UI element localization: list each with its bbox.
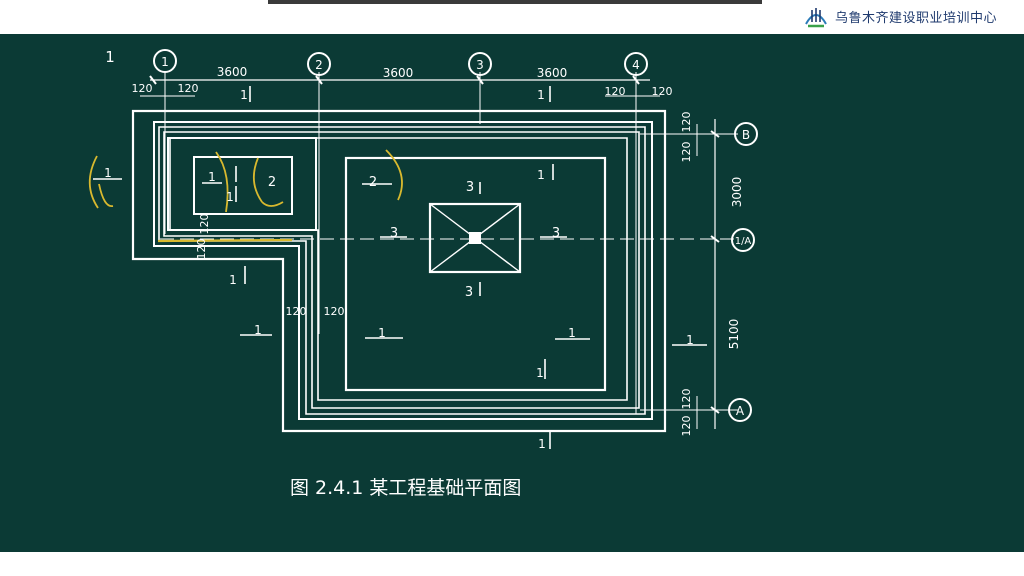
offset-left-1: 120 bbox=[132, 82, 153, 95]
top-span-2-3: 3600 bbox=[383, 66, 414, 80]
column-footing bbox=[428, 202, 522, 274]
section-mark: 1 bbox=[537, 168, 545, 182]
section-mark: 3 bbox=[390, 226, 398, 241]
section-mark: 1 bbox=[536, 366, 544, 380]
foundation-plan-drawing: 1 1 2 3 4 B 1/A A 3600 3600 3600 120 120… bbox=[88, 48, 758, 499]
blackboard: 1 1 2 3 4 B 1/A A 3600 3600 3600 120 120… bbox=[0, 34, 1024, 552]
bottom-bar bbox=[0, 552, 1024, 576]
wall-outline-inner bbox=[163, 131, 640, 409]
training-center-logo-icon bbox=[805, 8, 827, 28]
axis-label-3: 3 bbox=[476, 58, 484, 72]
section-mark: 120 bbox=[198, 214, 211, 235]
axis-label-2: 2 bbox=[315, 58, 323, 72]
section-mark: 1 bbox=[537, 88, 545, 102]
section-mark: 1 bbox=[104, 166, 112, 180]
section-mark: 1 bbox=[240, 88, 248, 102]
logo: 乌鲁木齐建设职业培训中心 bbox=[803, 3, 997, 29]
section-mark: 3 bbox=[466, 180, 474, 195]
axis-label-4: 4 bbox=[632, 58, 640, 72]
top-span-3-4: 3600 bbox=[537, 66, 568, 80]
axis-label-1: 1 bbox=[161, 55, 169, 69]
small-room-wall bbox=[167, 137, 317, 231]
section-mark: 1 bbox=[226, 190, 234, 204]
section-mark: 1 bbox=[208, 170, 216, 184]
offset-right-4: 120 bbox=[652, 85, 673, 98]
column bbox=[469, 232, 481, 244]
section-mark: 2 bbox=[268, 175, 276, 190]
axis-label-b: B bbox=[742, 128, 750, 142]
small-room-footing bbox=[193, 156, 293, 215]
axis-label-1a: 1/A bbox=[735, 236, 752, 247]
offset-a-upper: 120 bbox=[680, 389, 693, 410]
axis-bubble-1a bbox=[731, 228, 755, 252]
section-mark: 3 bbox=[552, 226, 560, 241]
section-mark: 120 bbox=[286, 305, 307, 318]
second-foundation-outline bbox=[153, 121, 653, 420]
axis-bubble-a bbox=[728, 398, 752, 422]
section-mark: 2 bbox=[369, 175, 377, 190]
right-span-b-1a: 3000 bbox=[730, 177, 744, 208]
section-mark: 1 bbox=[254, 323, 262, 337]
handwritten-annotations bbox=[88, 149, 403, 243]
offset-b-upper: 120 bbox=[680, 112, 693, 133]
section-mark: 3 bbox=[465, 285, 473, 300]
offset-left-4: 120 bbox=[605, 85, 626, 98]
top-span-1-2: 3600 bbox=[217, 65, 248, 79]
section-mark: 1 bbox=[229, 273, 237, 287]
axis-bubble-b bbox=[734, 122, 758, 146]
figure-caption: 图 2.4.1 某工程基础平面图 bbox=[290, 477, 521, 499]
section-mark: 120 bbox=[680, 416, 693, 437]
top-bar: 乌鲁木齐建设职业培训中心 bbox=[0, 0, 1024, 34]
section-mark: 1 bbox=[378, 326, 386, 340]
section-mark: 1 bbox=[686, 333, 694, 347]
large-room-footing bbox=[344, 156, 607, 392]
outer-foundation-outline bbox=[131, 109, 667, 433]
section-mark: 120 bbox=[324, 305, 345, 318]
section-mark: 1 bbox=[538, 437, 546, 451]
offset-b-lower: 120 bbox=[680, 142, 693, 163]
wall-outline-outer bbox=[158, 126, 646, 415]
axis-label-a: A bbox=[736, 404, 745, 418]
offset-right-1: 120 bbox=[178, 82, 199, 95]
axis-bubble-3 bbox=[468, 52, 492, 76]
inner-foundation-outline bbox=[169, 137, 628, 401]
logo-text: 乌鲁木齐建设职业培训中心 bbox=[835, 10, 998, 26]
axis-bubble-4 bbox=[624, 52, 648, 76]
top-strip bbox=[268, 0, 762, 4]
axis-bubble-2 bbox=[307, 52, 331, 76]
axis-bubble-1 bbox=[153, 49, 177, 73]
section-mark: 1 bbox=[568, 326, 576, 340]
right-span-1a-a: 5100 bbox=[727, 319, 741, 350]
page-mark: 1 bbox=[105, 48, 115, 66]
section-mark: 120 bbox=[195, 239, 208, 260]
